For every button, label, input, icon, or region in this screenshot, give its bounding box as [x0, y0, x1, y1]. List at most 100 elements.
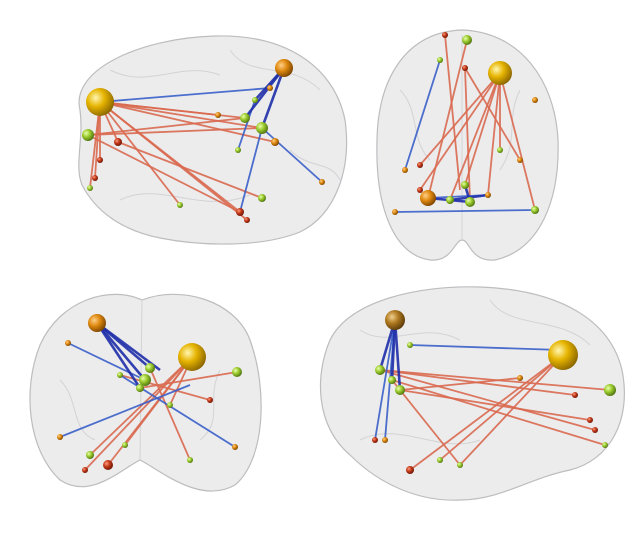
brain-node	[271, 138, 279, 146]
brain-node	[57, 434, 63, 440]
brain-node	[187, 457, 193, 463]
brain-node	[114, 138, 122, 146]
brain-node	[517, 375, 523, 381]
brain-node	[517, 157, 523, 163]
positive-connection-edge	[99, 101, 248, 221]
positive-connection-edge	[409, 354, 564, 471]
hub-node	[86, 88, 114, 116]
brain-node	[82, 129, 94, 141]
negative-connection-edge	[393, 319, 402, 391]
brain-node	[497, 147, 503, 153]
brain-node	[65, 340, 71, 346]
brain-node	[97, 157, 103, 163]
negative-connection-edge	[99, 87, 271, 103]
positive-connection-edge	[427, 39, 468, 199]
brain-node	[446, 196, 454, 204]
brain-node	[235, 147, 241, 153]
hub-node	[178, 343, 206, 371]
brain-node	[136, 384, 144, 392]
brain-node	[258, 194, 266, 202]
brain-node	[532, 97, 538, 103]
positive-connection-edge	[487, 72, 501, 196]
brain-node	[604, 384, 616, 396]
positive-connection-edge	[99, 101, 263, 129]
brain-node	[82, 467, 88, 473]
hub-node	[385, 310, 405, 330]
positive-connection-edge	[89, 101, 101, 189]
positive-connection-edge	[84, 356, 193, 471]
negative-connection-edge	[404, 59, 441, 171]
brain-node	[437, 457, 443, 463]
positive-connection-edge	[419, 72, 501, 191]
positive-connection-edge	[391, 379, 606, 446]
brain-surface	[78, 35, 348, 245]
positive-connection-edge	[464, 67, 471, 203]
brain-node	[207, 397, 213, 403]
positive-connection-edge	[444, 34, 461, 191]
brain-node	[177, 202, 183, 208]
positive-connection-edge	[379, 369, 596, 431]
brain-node	[139, 374, 151, 386]
brain-node	[406, 466, 414, 474]
brain-node	[267, 85, 273, 91]
brain-node	[232, 444, 238, 450]
negative-connection-edge	[96, 322, 146, 381]
negative-connection-edge	[239, 127, 263, 213]
brain-view-coronal	[29, 293, 262, 492]
brain-view-sagittal-left	[78, 35, 348, 245]
brain-node	[395, 385, 405, 395]
hub-node	[488, 61, 512, 85]
positive-connection-edge	[124, 356, 193, 446]
brain-surface	[319, 286, 625, 501]
positive-connection-edge	[499, 72, 536, 211]
positive-connection-edge	[149, 367, 191, 461]
hub-node	[275, 59, 293, 77]
positive-connection-edge	[464, 67, 521, 161]
hub-node	[548, 340, 578, 370]
brain-node	[240, 113, 250, 123]
brain-node	[392, 209, 398, 215]
brain-node	[437, 57, 443, 63]
brain-node	[462, 35, 472, 45]
brain-node	[457, 462, 463, 468]
brain-node	[465, 197, 475, 207]
brain-node	[442, 32, 448, 38]
brain-node	[402, 167, 408, 173]
brain-node	[407, 342, 413, 348]
brain-node	[417, 162, 423, 168]
brain-node	[375, 365, 385, 375]
positive-connection-edge	[87, 117, 246, 136]
positive-connection-edge	[99, 101, 181, 206]
negative-connection-edge	[409, 344, 561, 351]
positive-connection-edge	[87, 127, 263, 136]
negative-connection-edge	[261, 127, 323, 183]
positive-connection-edge	[399, 377, 521, 391]
brain-node	[461, 181, 469, 189]
brain-node	[462, 65, 468, 71]
positive-connection-edge	[419, 72, 501, 166]
brain-node	[572, 392, 578, 398]
hub-node	[420, 190, 436, 206]
positive-connection-edge	[439, 354, 564, 461]
brain-node	[587, 417, 593, 423]
brain-region-nodes	[57, 32, 616, 474]
brain-node	[417, 187, 423, 193]
positive-connection-edge	[87, 134, 241, 213]
negative-connection-edge	[260, 67, 286, 129]
brain-node	[531, 206, 539, 214]
positive-connection-edge	[89, 356, 193, 456]
brain-node	[103, 460, 113, 470]
brain-node	[372, 437, 378, 443]
brain-node	[244, 217, 250, 223]
brain-node	[215, 112, 221, 118]
brain-view-sagittal-right	[319, 286, 625, 501]
brain-node	[592, 427, 598, 433]
negative-connection-edge	[59, 384, 191, 438]
negative-connection-edge	[374, 319, 396, 441]
negative-connection-edge	[394, 209, 536, 213]
brain-node	[382, 437, 388, 443]
positive-connection-edge	[99, 101, 219, 116]
brain-node	[122, 442, 128, 448]
positive-connection-edge	[117, 141, 263, 199]
hub-node	[88, 314, 106, 332]
